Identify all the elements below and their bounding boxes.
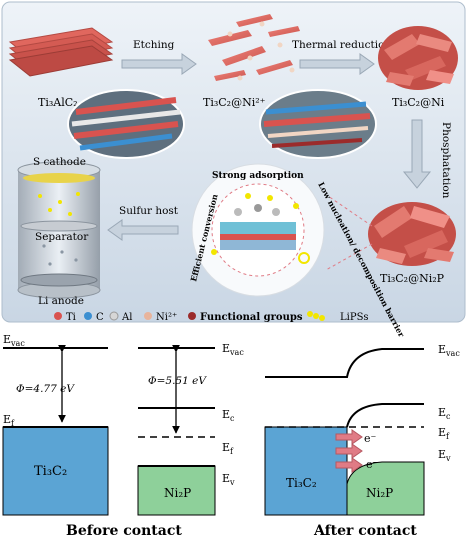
ti3c2-after-label: Ti₃C₂ (286, 476, 317, 490)
zoom-guide-lines (325, 195, 373, 271)
evac-label-left: Evac (3, 333, 25, 348)
ti3c2-band-after (264, 426, 348, 516)
strong-adsorption-label: Strong adsorption (212, 171, 304, 181)
separator-layer (20, 220, 98, 232)
ni2p-band-after (346, 461, 425, 516)
ti3c2-ni-cluster (378, 26, 458, 90)
separator-label: Separator (35, 231, 89, 243)
before-contact-caption: Before contact (66, 523, 182, 539)
ec-label-mid: Ec (222, 408, 235, 423)
ti3alc2-stack (8, 27, 114, 77)
before-contact-diagram: Evac Ef Ti₃C₂ Φ=4.77 eV Evac Ec Ef Ev Ni… (2, 333, 244, 539)
evac-label-mid: Evac (222, 342, 244, 357)
ti3c2-ni2-label: Ti₃C₂@Ni²⁺ (203, 96, 266, 109)
synthesis-panel-background (1, 1, 466, 323)
sulfur-host-label: Sulfur host (119, 205, 179, 217)
legend-swatch-ti (54, 312, 62, 320)
legend-c: C (96, 312, 104, 323)
legend-ti: Ti (66, 312, 76, 323)
electron-label-1: e⁻ (364, 432, 377, 445)
legend-ni: Ni²⁺ (156, 312, 177, 323)
after-contact-caption: After contact (313, 523, 417, 539)
ni2p-band-label: Ni₂P (164, 486, 191, 500)
sulfur-host-arrow (107, 219, 179, 241)
etching-label: Etching (133, 39, 175, 51)
evac-label-right: Evac (438, 343, 460, 358)
legend-lipss: LiPSs (340, 312, 369, 323)
after-contact-diagram: Evac Ec Ef Ev e⁻ e⁻ Ti₃C₂ Ni₂P After con… (264, 343, 460, 539)
synthesis-panel: Ti₃AlC₂ Etching Ti₃C₂@Ni²⁺ Thermal reduc… (1, 1, 466, 339)
ev-label-mid: Ev (222, 472, 235, 487)
ef-label-mid: Ef (222, 441, 234, 456)
ti3c2-ni2p-cluster (368, 202, 456, 266)
ni2p-after-label: Ni₂P (366, 486, 393, 500)
ti3c2-ni-label: Ti₃C₂@Ni (392, 96, 445, 109)
thermal-reduction-arrow (299, 53, 375, 75)
legend-swatch-al (109, 311, 119, 321)
thermal-reduction-label: Thermal reduction (292, 39, 391, 51)
atom-legend: Ti C Al Ni²⁺ Functional groups LiPSs (54, 311, 369, 323)
ti3c2-band-label: Ti₃C₂ (34, 464, 67, 479)
legend-al: Al (121, 312, 132, 323)
flake-zoom (259, 89, 377, 159)
legend-swatch-c (84, 312, 92, 320)
phi-ti3c2-label: Φ=4.77 eV (16, 383, 75, 395)
ti3c2-ni2p-label: Ti₃C₂@Ni₂P (380, 272, 445, 285)
ti3c2-ni2-flakes (208, 14, 300, 81)
battery-cell (17, 161, 101, 299)
ec-label-right: Ec (438, 406, 451, 421)
legend-swatch-ni (144, 312, 152, 320)
max-phase-zoom (67, 89, 185, 159)
ef-label-right: Ef (438, 426, 450, 441)
sulfur-cathode-layer (23, 173, 95, 183)
ti3alc2-label: Ti₃AlC₂ (38, 96, 78, 109)
ni2p-band (137, 465, 216, 516)
cathode-label: S cathode (33, 156, 86, 168)
phosphatation-arrow (402, 119, 432, 189)
legend-swatch-functional-groups (188, 312, 196, 320)
etching-arrow (121, 53, 197, 75)
mechanism-circle (191, 163, 325, 297)
evac-curve-after (265, 348, 424, 378)
electron-label-2: e⁻ (366, 458, 379, 471)
lithium-anode-layer (20, 273, 98, 287)
anode-label: Li anode (38, 295, 84, 307)
phi-ni2p-label: Φ=5.51 eV (148, 375, 207, 387)
phosphatation-label: Phosphatation (440, 122, 452, 199)
ev-label-right: Ev (438, 448, 451, 463)
ec-curve-after (346, 403, 424, 428)
electron-transfer-arrows (335, 429, 363, 473)
legend-functional-groups: Functional groups (200, 312, 303, 323)
legend-swatch-lipss (307, 311, 325, 321)
ef-label-left: Ef (3, 413, 15, 428)
